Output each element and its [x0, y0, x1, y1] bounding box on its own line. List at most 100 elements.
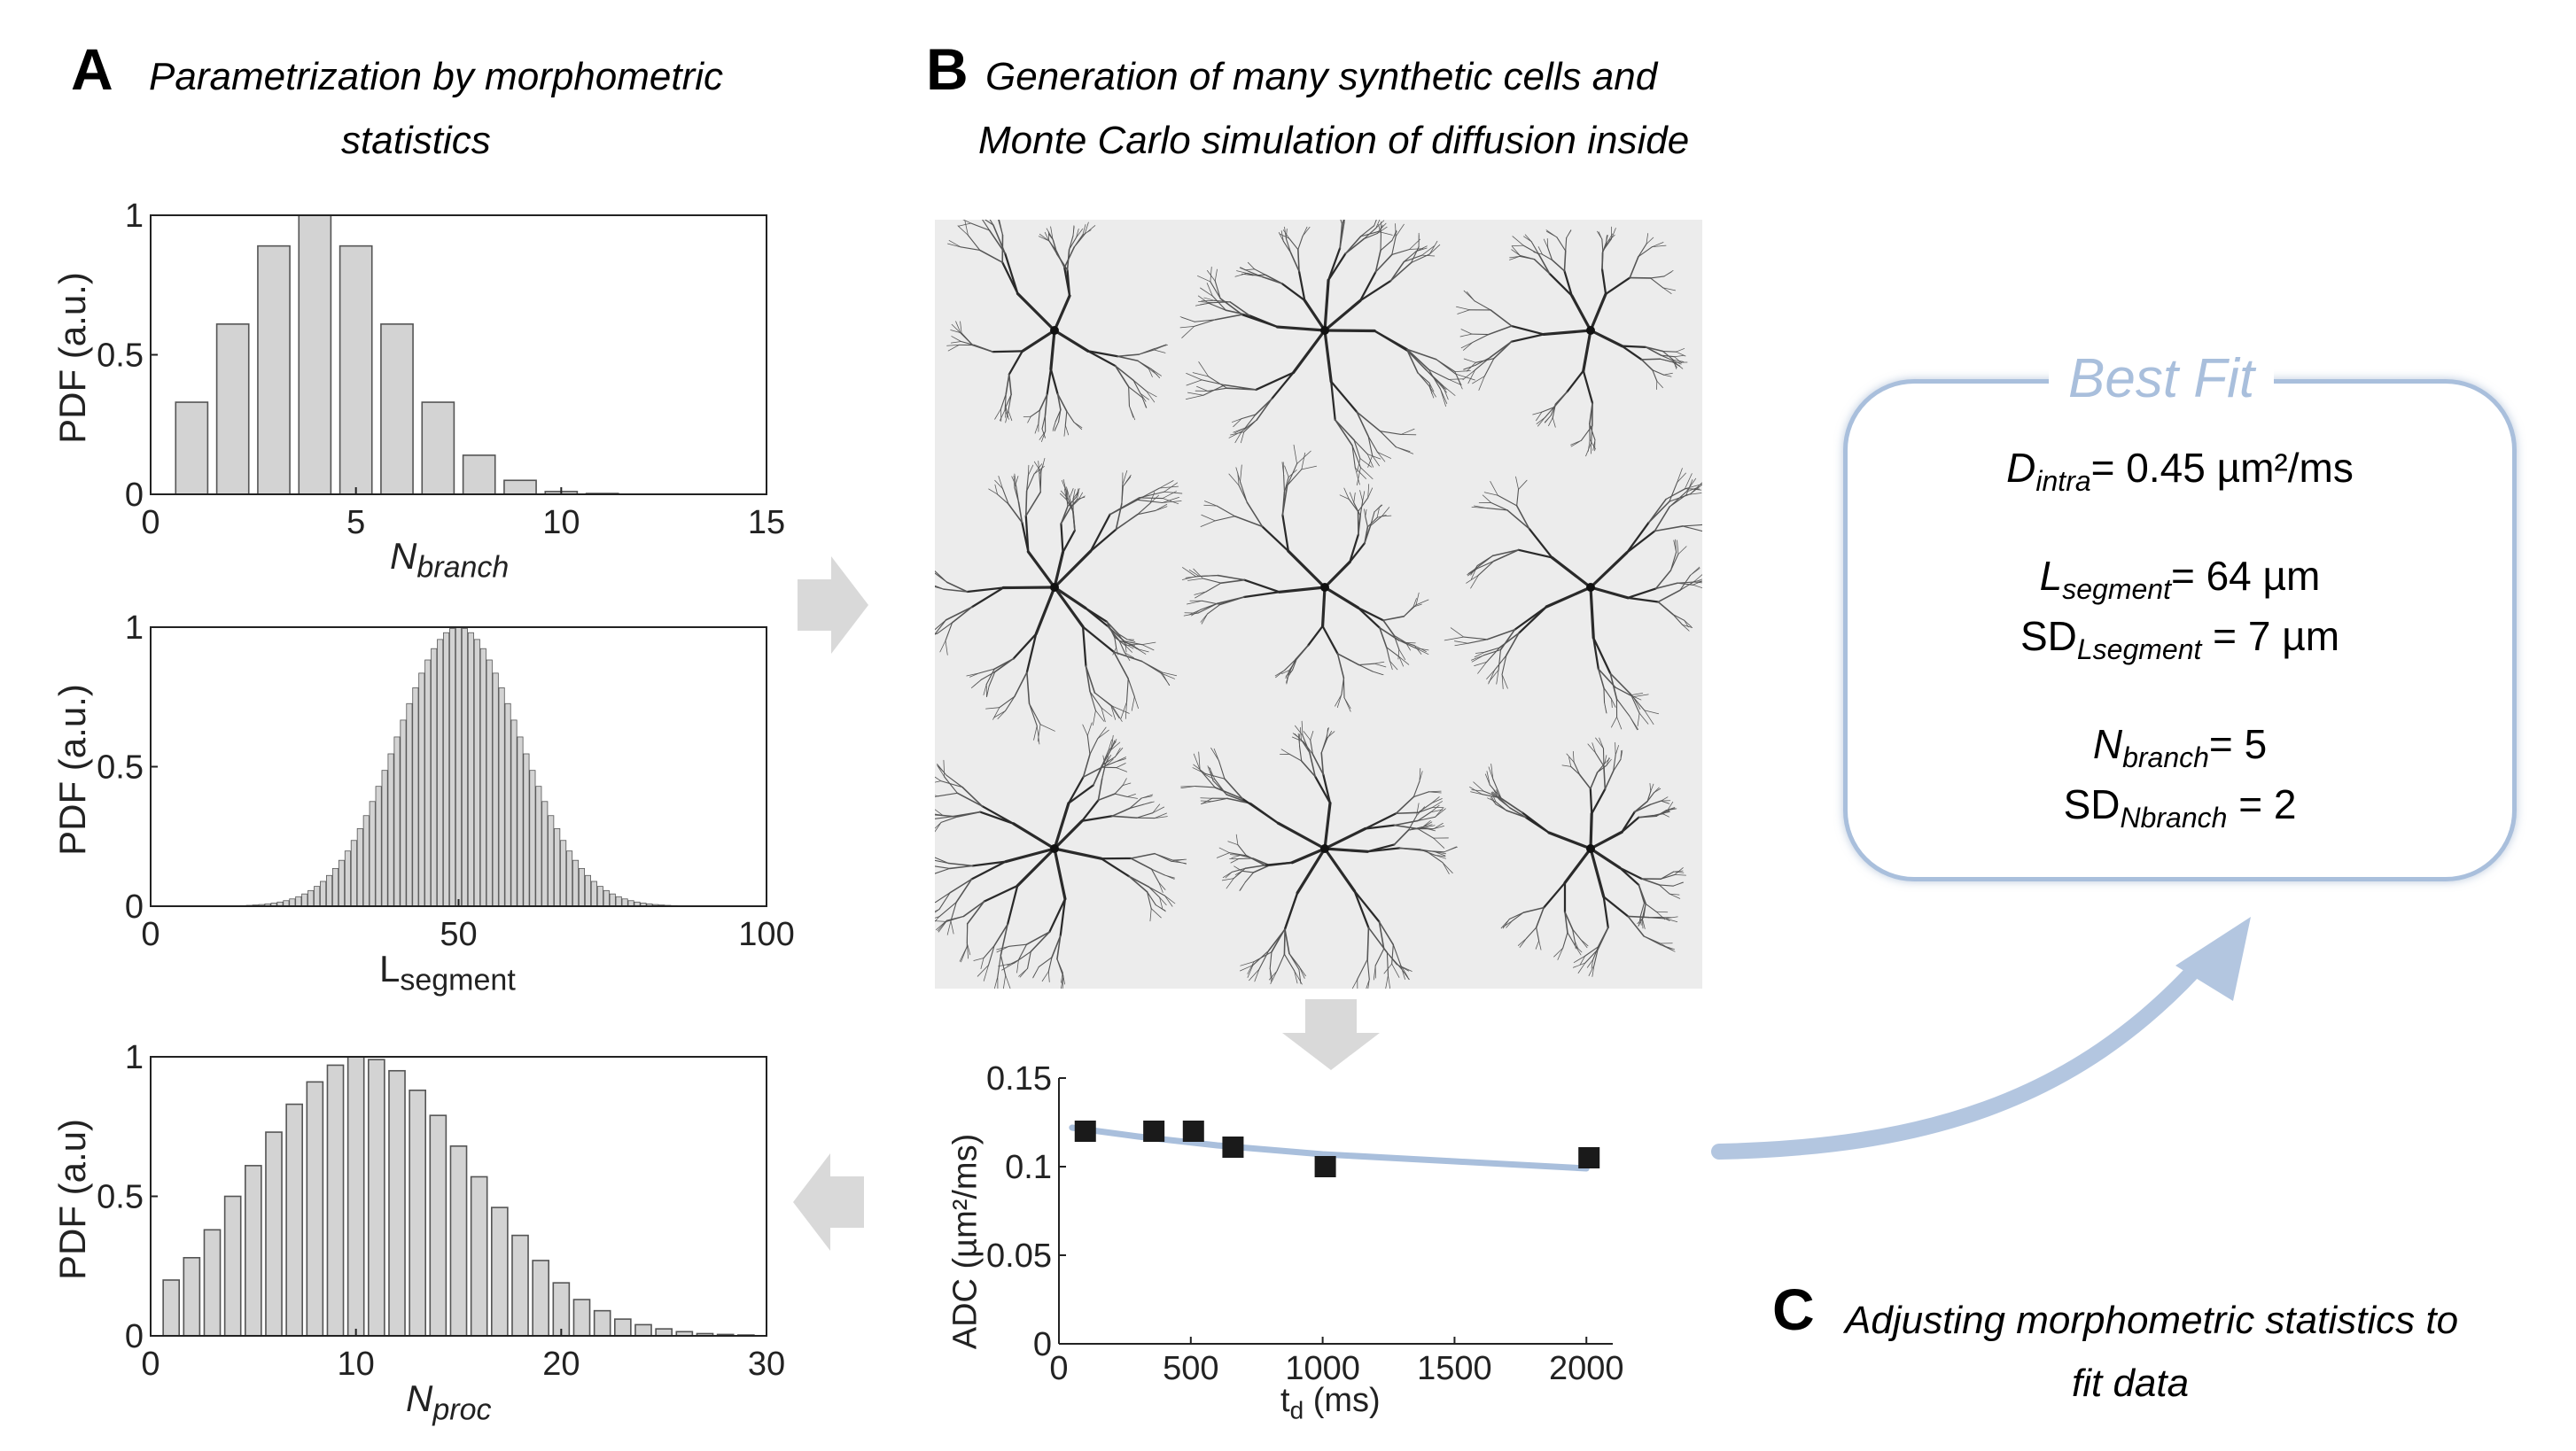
chart1-xlabel: Nbranch	[390, 535, 509, 585]
histogram-bar	[449, 1145, 468, 1337]
histogram-bar	[535, 786, 542, 907]
histogram-bar	[387, 753, 394, 907]
histogram-bar	[437, 639, 444, 907]
d-intra-value: = 0.45 µm²/ms	[2090, 445, 2354, 491]
x-tick-label: 1500	[1417, 1350, 1492, 1387]
synthetic-cell	[910, 458, 1183, 745]
histogram-bar	[479, 648, 486, 907]
l-segment-sub: segment	[2062, 573, 2171, 606]
histogram-bar	[393, 736, 401, 907]
histogram-bar	[338, 859, 345, 907]
histogram-bar	[429, 1114, 447, 1337]
synthetic-cell	[1469, 737, 1686, 977]
synthetic-cell	[1179, 189, 1475, 485]
panel-c-title-line1: Adjusting morphometric statistics to	[1845, 1299, 2459, 1342]
y-tick-label: 0.05	[986, 1238, 1052, 1275]
histogram-bar	[443, 632, 450, 907]
n-branch-symbol: N	[2092, 721, 2123, 767]
sd-l-value: = 7 µm	[2201, 613, 2340, 659]
histogram-bar	[381, 770, 388, 907]
histogram-bar	[306, 1081, 324, 1337]
histogram-bar	[621, 898, 628, 907]
histogram-bar	[584, 874, 591, 907]
left-arrow-icon	[793, 1153, 864, 1251]
l-segment-line: Lsegment= 64 µm	[1848, 552, 2512, 606]
histogram-bar	[285, 1103, 304, 1337]
histogram-bar	[523, 753, 530, 907]
x-tick-label: 10	[542, 504, 580, 541]
histogram-bar	[462, 454, 496, 495]
histogram-bar	[289, 898, 296, 907]
histogram-bar	[532, 1260, 550, 1337]
data-point	[1578, 1147, 1600, 1168]
sd-l-segment-line: SDLsegment = 7 µm	[1848, 612, 2512, 666]
histogram-bar	[298, 214, 332, 495]
synthetic-cell	[1444, 468, 1721, 731]
x-tick-label: 10	[338, 1346, 375, 1383]
chart1-xlabel-sub: branch	[416, 550, 510, 585]
panel-c-letter: C	[1772, 1276, 1815, 1342]
histogram-bar	[529, 770, 536, 907]
histogram-bar	[421, 401, 455, 495]
synthetic-cell	[1456, 226, 1688, 457]
x-tick-label: 500	[1163, 1350, 1218, 1387]
curved-arrow-icon	[1711, 917, 2251, 1160]
histogram-bar	[412, 687, 419, 907]
synthetic-cell	[1180, 720, 1458, 996]
y-tick-label: 1	[125, 1041, 144, 1076]
histogram-bar	[461, 628, 468, 907]
histogram-bar	[490, 1207, 509, 1337]
chart4-xlabel-sub: d	[1289, 1396, 1304, 1424]
histogram-bar	[162, 1279, 181, 1337]
histogram-bar	[634, 1323, 652, 1337]
histogram-bar	[613, 1318, 632, 1337]
histogram-bar	[504, 702, 511, 907]
histogram-bar	[295, 896, 302, 907]
histogram-bar	[215, 323, 250, 495]
chart3-xlabel-sub: proc	[432, 1393, 492, 1427]
chart4-xlabel-tail: (ms)	[1304, 1382, 1381, 1419]
right-arrow-icon	[798, 556, 868, 654]
histogram-bar	[498, 687, 505, 907]
y-tick-label: 0	[125, 888, 144, 926]
histogram-bar	[596, 886, 603, 907]
chart3-ylabel: PDF (a.u)	[51, 1118, 93, 1281]
panel-a-title-line1: Parametrization by morphometric	[149, 55, 724, 98]
x-tick-label: 15	[748, 504, 785, 541]
panel-a-title-line2: statistics	[341, 119, 491, 162]
histogram-bar	[339, 244, 373, 495]
histogram-bar	[603, 889, 610, 907]
histogram-bar	[511, 1234, 529, 1337]
data-point	[1143, 1121, 1165, 1142]
y-tick-label: 1	[125, 611, 144, 647]
y-tick-label: 1	[125, 199, 144, 235]
histogram-bar	[367, 1059, 385, 1337]
best-fit-title: Best Fit	[2049, 347, 2275, 410]
panel-a-letter: A	[71, 36, 113, 102]
histogram-bar	[356, 828, 363, 907]
histogram-bar	[424, 659, 432, 907]
best-fit-box: Dintra= 0.45 µm²/ms Lsegment= 64 µm SDLs…	[1843, 379, 2517, 881]
fit-curve	[1069, 1124, 1590, 1172]
chart3-xlabel: Nproc	[406, 1377, 491, 1427]
histogram-bar	[609, 893, 616, 907]
data-point	[1222, 1137, 1244, 1158]
histogram-bar	[369, 801, 376, 907]
synthetic-cells-grid	[910, 189, 1721, 996]
histogram-bar	[375, 786, 382, 907]
histogram-bar	[418, 672, 425, 907]
n-branch-line: Nbranch= 5	[1848, 720, 2512, 774]
histogram-bar	[380, 323, 414, 495]
histogram-bar	[455, 626, 463, 907]
histogram-bar	[541, 801, 549, 907]
histogram-bar	[388, 1069, 406, 1337]
histogram-bar	[492, 672, 499, 907]
synthetic-cells-panel	[910, 189, 1721, 996]
chart1-xlabel-main: N	[390, 535, 417, 577]
histogram-bar	[449, 628, 456, 907]
l-segment-value: = 64 µm	[2170, 553, 2321, 599]
histogram-bar	[326, 874, 333, 907]
sd-n-value: = 2	[2227, 781, 2297, 827]
